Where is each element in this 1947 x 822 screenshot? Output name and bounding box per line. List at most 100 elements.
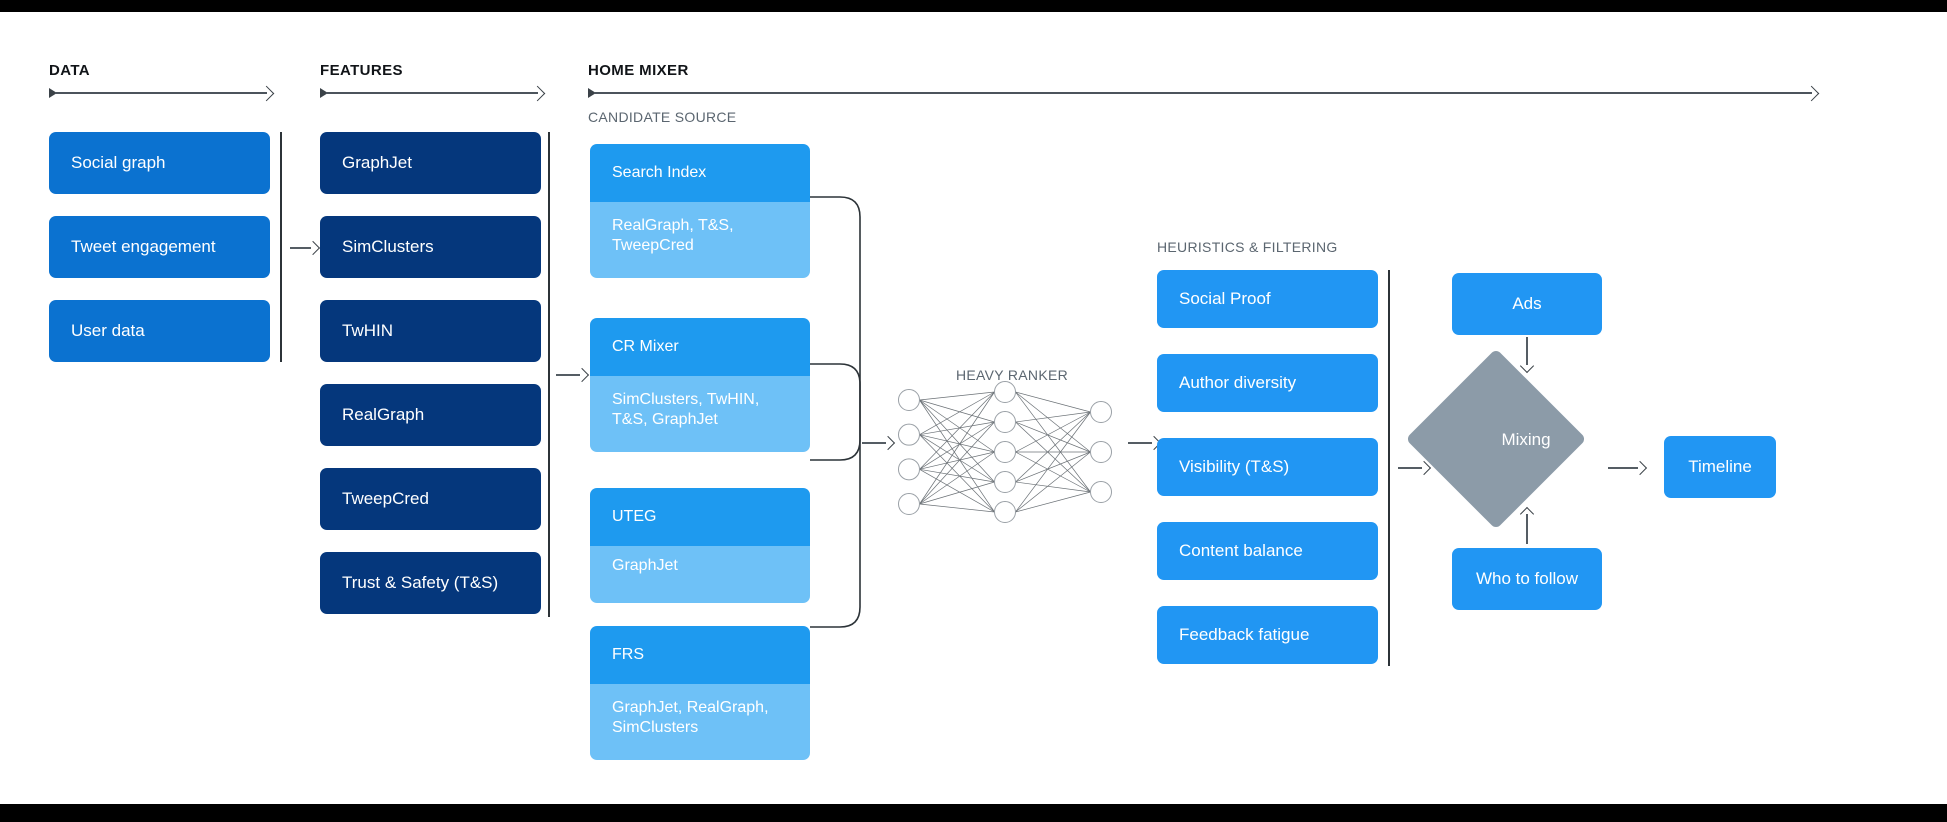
network-edge: [1015, 421, 1091, 453]
divider-features-homemixer: [548, 132, 550, 617]
section-title-data: DATA: [49, 62, 91, 79]
feature-box-realgraph[interactable]: RealGraph: [320, 384, 541, 446]
candidate-source-features-text: GraphJet: [612, 557, 678, 574]
network-edge: [919, 391, 995, 401]
heuristic-box-feedback-fatigue[interactable]: Feedback fatigue: [1157, 606, 1378, 664]
data-box-tweet-engagement[interactable]: Tweet engagement: [49, 216, 270, 278]
network-edge: [1015, 411, 1091, 453]
heuristic-box-author-diversity[interactable]: Author diversity: [1157, 354, 1378, 412]
network-node: [898, 458, 920, 481]
heuristic-box-visibility[interactable]: Visibility (T&S): [1157, 438, 1378, 496]
arrow-line: [1608, 467, 1638, 469]
candidate-source-features-text: RealGraph, T&S, TweepCred: [612, 217, 734, 255]
heuristic-box-content-balance[interactable]: Content balance: [1157, 522, 1378, 580]
merge-path-inner: [810, 363, 861, 461]
data-box-user-data[interactable]: User data: [49, 300, 270, 362]
feature-box-label: TwHIN: [342, 321, 393, 340]
network-edge: [1015, 481, 1091, 493]
axis-start-marker: [588, 88, 596, 98]
output-box-label: Ads: [1512, 294, 1542, 313]
heuristic-box-social-proof[interactable]: Social Proof: [1157, 270, 1378, 328]
network-edge: [1015, 391, 1091, 453]
axis-start-marker: [320, 88, 328, 98]
network-edge: [919, 468, 995, 483]
network-edge: [919, 421, 995, 436]
candidate-source-features-text: GraphJet, RealGraph, SimClusters: [612, 699, 769, 737]
output-box-ads[interactable]: Ads: [1452, 273, 1602, 335]
arrow-line: [862, 442, 886, 444]
arrow-who-to-follow-to-mixing: [1521, 506, 1532, 544]
network-edge: [1015, 411, 1091, 483]
network-edge: [1015, 421, 1091, 493]
arrow-line: [1526, 514, 1528, 544]
output-box-who-to-follow[interactable]: Who to follow: [1452, 548, 1602, 610]
diagram-canvas: DATA FEATURES HOME MIXER CANDIDATE SOURC…: [0, 12, 1947, 804]
section-axis-home-mixer: [588, 87, 1820, 99]
network-edge: [1015, 411, 1091, 513]
network-node: [994, 441, 1016, 463]
axis-arrowhead: [532, 87, 541, 99]
heuristic-box-label: Author diversity: [1179, 373, 1297, 392]
network-edge: [1015, 391, 1091, 493]
section-title-home-mixer: HOME MIXER: [588, 62, 689, 79]
network-edge: [1015, 451, 1091, 513]
feature-box-graphjet[interactable]: GraphJet: [320, 132, 541, 194]
candidate-source-search-index[interactable]: Search Index RealGraph, T&S, TweepCred: [590, 144, 810, 278]
network-edge: [919, 399, 995, 453]
bottom-letterbox-bar: [0, 804, 1947, 822]
axis-line: [326, 92, 538, 94]
network-edge: [919, 421, 995, 505]
network-edge: [919, 434, 995, 453]
candidate-source-uteg[interactable]: UTEG GraphJet: [590, 488, 810, 603]
network-edge: [919, 434, 995, 483]
candidate-source-features: SimClusters, TwHIN, T&S, GraphJet: [590, 376, 810, 452]
network-node: [1090, 401, 1112, 423]
network-edge: [919, 451, 995, 505]
feature-box-label: SimClusters: [342, 237, 434, 256]
candidate-source-name: UTEG: [590, 488, 810, 546]
network-edge: [919, 391, 995, 505]
network-edge: [919, 399, 995, 513]
candidate-source-features: GraphJet, RealGraph, SimClusters: [590, 684, 810, 760]
candidate-source-features-text: SimClusters, TwHIN, T&S, GraphJet: [612, 391, 760, 429]
output-box-timeline[interactable]: Timeline: [1664, 436, 1776, 498]
feature-box-label: Trust & Safety (T&S): [342, 573, 499, 592]
network-node: [898, 423, 920, 446]
axis-arrowhead: [1806, 87, 1815, 99]
network-edge: [919, 421, 995, 470]
network-edge: [919, 469, 995, 513]
heuristic-box-label: Social Proof: [1179, 289, 1271, 308]
network-node: [994, 411, 1016, 433]
arrow-line: [1398, 467, 1422, 469]
subsection-title-heuristics: HEURISTICS & FILTERING: [1157, 239, 1338, 255]
network-edge: [919, 481, 995, 505]
network-edge: [1015, 491, 1091, 513]
arrow-line: [556, 374, 580, 376]
network-edge: [919, 399, 995, 423]
data-box-label: Tweet engagement: [71, 237, 216, 256]
mixing-label: Mixing: [1501, 430, 1551, 449]
feature-box-tweepcred[interactable]: TweepCred: [320, 468, 541, 530]
subsection-title-heavy-ranker: HEAVY RANKER: [956, 367, 1069, 383]
candidate-source-cr-mixer[interactable]: CR Mixer SimClusters, TwHIN, T&S, GraphJ…: [590, 318, 810, 452]
section-axis-data: [49, 87, 275, 99]
network-edge: [919, 391, 995, 435]
feature-box-label: RealGraph: [342, 405, 425, 424]
candidate-source-features: GraphJet: [590, 546, 810, 603]
feature-box-twhin[interactable]: TwHIN: [320, 300, 541, 362]
subsection-title-candidate-source: CANDIDATE SOURCE: [588, 109, 737, 125]
candidate-source-frs[interactable]: FRS GraphJet, RealGraph, SimClusters: [590, 626, 810, 760]
data-box-label: User data: [71, 321, 145, 340]
data-box-social-graph[interactable]: Social graph: [49, 132, 270, 194]
network-edge: [1015, 391, 1091, 413]
network-node: [994, 501, 1016, 523]
feature-box-simclusters[interactable]: SimClusters: [320, 216, 541, 278]
feature-box-trust-safety[interactable]: Trust & Safety (T&S): [320, 552, 541, 614]
feature-box-label: GraphJet: [342, 153, 412, 172]
network-node: [898, 493, 920, 515]
feature-box-label: TweepCred: [342, 489, 429, 508]
arrow-line: [1128, 442, 1152, 444]
network-edge: [919, 434, 995, 513]
network-edge: [1015, 451, 1091, 483]
network-edge: [1015, 411, 1091, 423]
